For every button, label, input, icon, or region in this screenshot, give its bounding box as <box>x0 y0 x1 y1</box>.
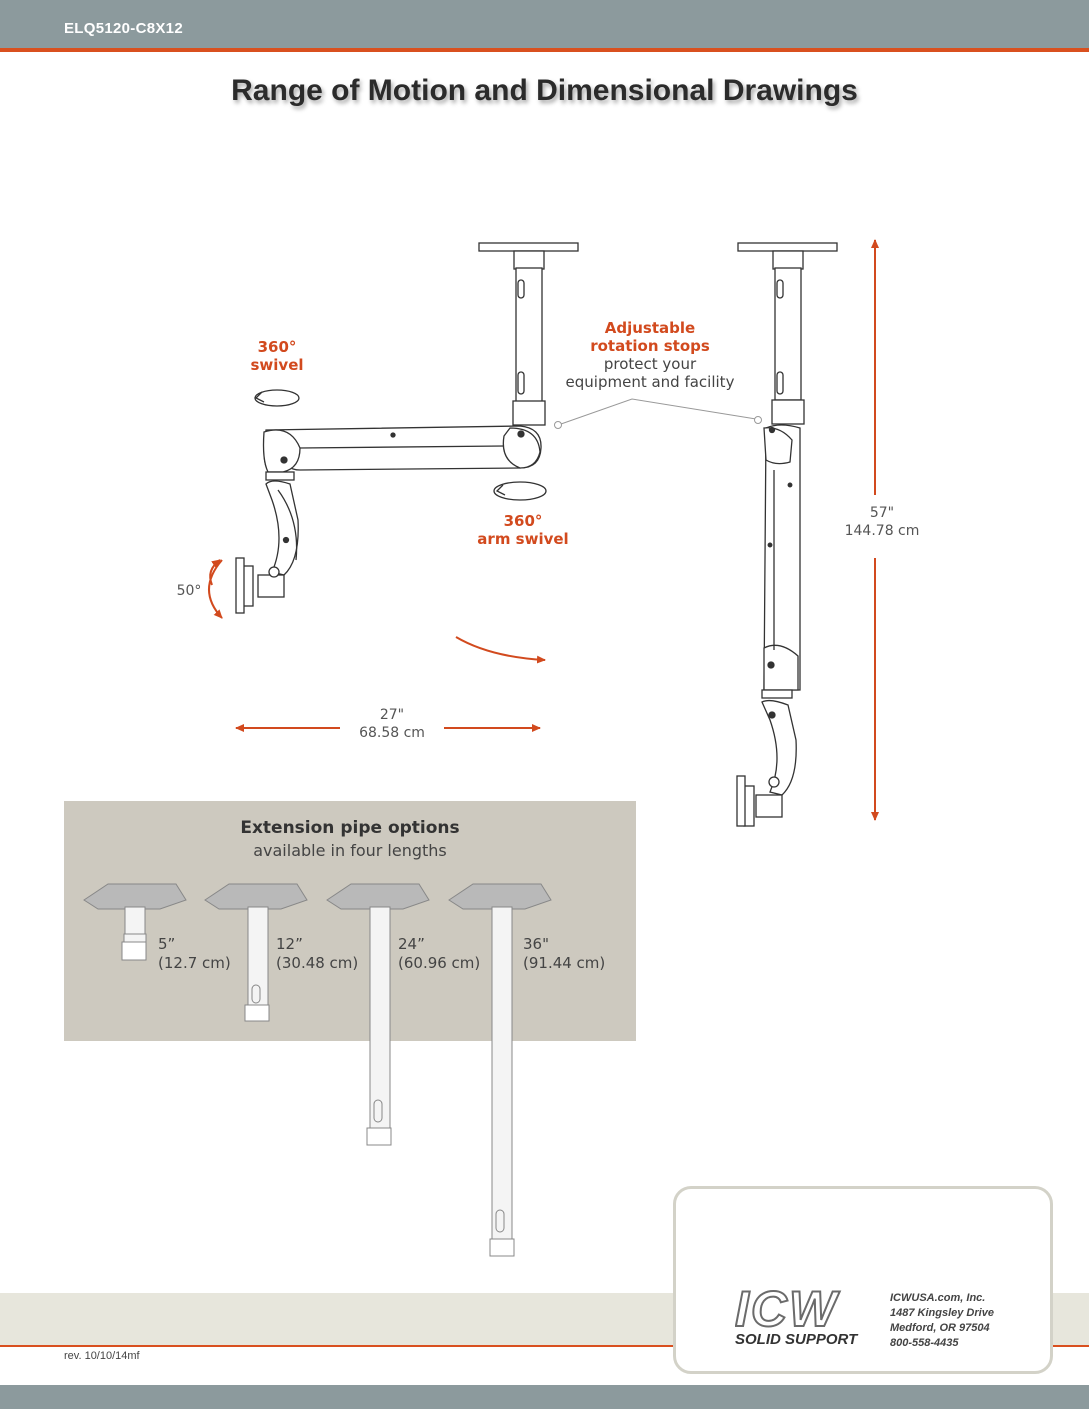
address-line-2: 1487 Kingsley Drive <box>890 1307 994 1319</box>
pipe-label-12in: 12” (30.48 cm) <box>276 935 358 973</box>
width-dimension-label: 27" 68.58 cm <box>340 706 444 742</box>
extension-title: Extension pipe options <box>240 818 460 838</box>
top-bar <box>0 0 1089 48</box>
right-pole <box>771 267 805 425</box>
revision-note: rev. 10/10/14mf <box>64 1350 140 1362</box>
company-address: ICWUSA.com, Inc. 1487 Kingsley Drive Med… <box>890 1291 994 1351</box>
right-tilt-head <box>736 699 797 827</box>
swivel-callout: 360° swivel <box>240 338 314 374</box>
width-inches: 27" <box>379 707 405 723</box>
address-line-1: ICWUSA.com, Inc. <box>890 1292 986 1304</box>
model-number: ELQ5120-C8X12 <box>64 20 183 37</box>
page-title: Range of Motion and Dimensional Drawings <box>231 74 858 107</box>
height-dimension-label: 57" 144.78 cm <box>836 504 928 540</box>
rotation-stop-leaders <box>554 398 762 429</box>
pipe-5in <box>83 883 187 961</box>
logo-card <box>673 1186 1053 1374</box>
tilt-arrow-top <box>209 559 221 586</box>
pipe-12in-cm: (30.48 cm) <box>276 954 359 972</box>
width-cm: 68.58 cm <box>359 725 425 741</box>
swivel-label: swivel <box>250 356 304 374</box>
logo-tagline: SOLID SUPPORT <box>735 1331 858 1348</box>
top-accent-line <box>0 48 1089 52</box>
rotation-stops-line-3: protect your <box>603 355 697 373</box>
left-tilt-head <box>235 480 299 614</box>
pipe-label-5in: 5” (12.7 cm) <box>158 935 231 973</box>
footer-accent-line <box>0 1345 1089 1347</box>
pipe-24in-inches: 24” <box>398 935 425 953</box>
rotation-stops-line-4: equipment and facility <box>565 373 735 391</box>
rotation-stops-bold-2: rotation stops <box>590 337 710 355</box>
pipe-5in-cm: (12.7 cm) <box>158 954 231 972</box>
arm-swivel-callout: 360° arm swivel <box>468 512 578 548</box>
swivel-rotation-icon <box>254 389 300 407</box>
pipe-5in-inches: 5” <box>158 935 176 953</box>
pipe-12in-inches: 12” <box>276 935 303 953</box>
arm-swivel-label: arm swivel <box>477 530 569 548</box>
height-cm: 144.78 cm <box>844 523 920 539</box>
right-ceiling-plate <box>737 242 838 270</box>
sweep-arrow <box>455 636 546 664</box>
arm-swivel-degrees: 360° <box>503 512 543 530</box>
extension-subtitle: available in four lengths <box>253 841 447 860</box>
pipe-label-24in: 24” (60.96 cm) <box>398 935 480 973</box>
pipe-24in-cm: (60.96 cm) <box>398 954 481 972</box>
pipe-24in <box>326 883 430 1146</box>
swivel-degrees: 360° <box>257 338 297 356</box>
icw-logo: ICW <box>735 1286 840 1332</box>
pipe-label-36in: 36" (91.44 cm) <box>523 935 605 973</box>
right-arm-hanging <box>761 424 801 699</box>
address-line-3: Medford, OR 97504 <box>890 1322 990 1334</box>
height-inches: 57" <box>869 505 895 521</box>
tilt-callout: 50° <box>176 583 202 599</box>
left-pole <box>512 267 546 426</box>
pipe-36in-inches: 36" <box>523 935 549 953</box>
rotation-stops-bold-1: Adjustable <box>604 319 696 337</box>
icw-logo-mark: ICW <box>735 1286 840 1332</box>
pipe-12in <box>204 883 308 1022</box>
extension-panel <box>64 801 636 1041</box>
left-arm <box>262 425 542 481</box>
bottom-bar <box>0 1385 1089 1409</box>
address-line-4: 800-558-4435 <box>890 1337 959 1349</box>
rotation-stops-callout: Adjustable rotation stops protect your e… <box>560 319 740 391</box>
arm-swivel-rotation-icon <box>493 481 547 501</box>
pipe-36in <box>448 883 552 1257</box>
pipe-36in-cm: (91.44 cm) <box>523 954 606 972</box>
